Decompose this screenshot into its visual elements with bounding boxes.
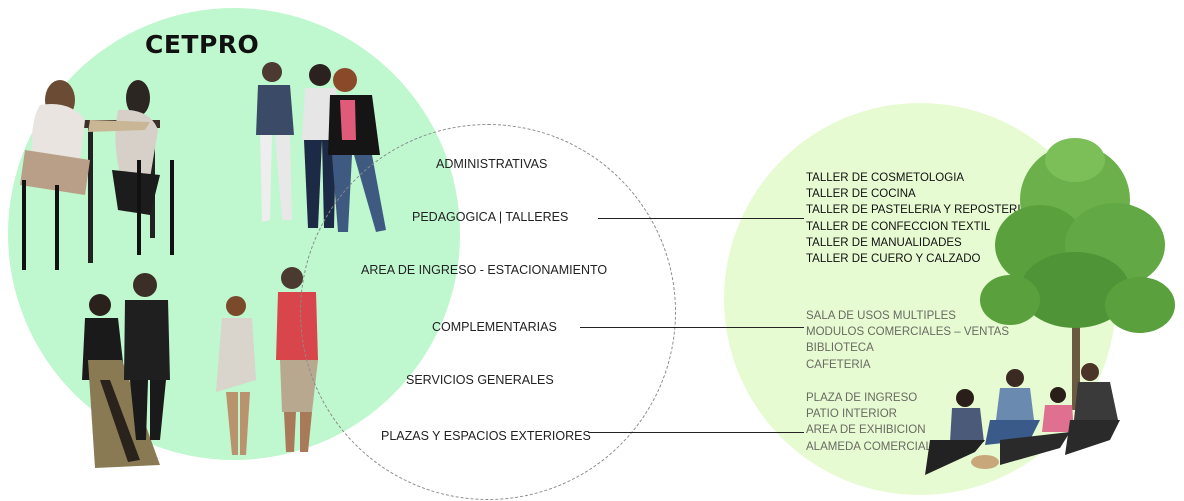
seated-women-figure (20, 80, 174, 270)
people-silhouettes-left (20, 62, 386, 468)
diagram-title: CETPRO (145, 30, 260, 59)
category-administrativas: ADMINISTRATIVAS (436, 157, 548, 171)
connector-line-complementarias (580, 327, 804, 328)
connector-line-talleres (598, 218, 804, 219)
category-servicios: SERVICIOS GENERALES (406, 373, 554, 387)
category-complementarias: COMPLEMENTARIAS (432, 320, 557, 334)
list-item: SALA DE USOS MULTIPLES (806, 310, 956, 322)
list-item: BIBLIOTECA (806, 342, 874, 355)
list-item: MODULOS COMERCIALES – VENTAS (806, 326, 1009, 339)
program-circle (300, 124, 676, 500)
list-item: TALLER DE COCINA (806, 188, 916, 201)
list-item: PLAZA DE INGRESO (806, 392, 918, 404)
list-item: TALLER DE MANUALIDADES (806, 236, 962, 249)
list-item: TALLER DE COSMETOLOGIA (806, 172, 965, 184)
list-item: AREA DE EXHIBICION (806, 424, 926, 437)
couple-figure (82, 273, 170, 468)
plazas-list: PLAZA DE INGRESO PATIO INTERIOR AREA DE … (806, 390, 932, 455)
talleres-list: TALLER DE COSMETOLOGIA TALLER DE COCINA … (806, 170, 1028, 267)
connector-line-plazas (588, 432, 804, 433)
list-item: TALLER DE CONFECCION TEXTIL (806, 220, 991, 233)
tree-figure (980, 138, 1175, 410)
list-item: ALAMEDA COMERCIAL (806, 440, 932, 453)
list-item: PATIO INTERIOR (806, 408, 897, 421)
list-item: TALLER DE PASTELERIA Y REPOSTERIA (806, 204, 1029, 217)
list-item: CAFETERIA (806, 358, 871, 371)
walking-women-figure (256, 62, 386, 232)
category-plazas: PLAZAS Y ESPACIOS EXTERIORES (381, 429, 591, 443)
category-area-ingreso: AREA DE INGRESO - ESTACIONAMIENTO (361, 263, 608, 277)
complementarias-list: SALA DE USOS MULTIPLES MODULOS COMERCIAL… (806, 308, 1009, 373)
category-pedagogica: PEDAGOGICA | TALLERES (412, 210, 569, 224)
list-item: TALLER DE CUERO Y CALZADO (806, 253, 981, 266)
seated-people-figure (925, 363, 1120, 475)
